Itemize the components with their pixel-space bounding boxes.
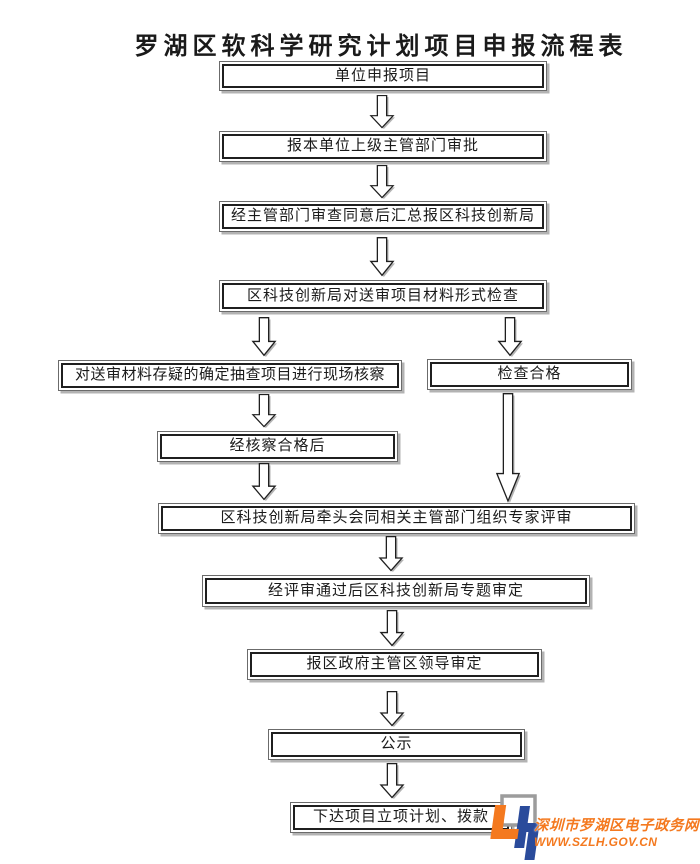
flow-step-label: 经主管部门审查同意后汇总报区科技创新局 [222, 204, 544, 229]
down-arrow [498, 317, 523, 357]
flow-step-material-format-check: 区科技创新局对送审项目材料形式检查 [219, 280, 547, 312]
flow-step-expert-review: 区科技创新局牵头会同相关主管部门组织专家评审 [158, 503, 635, 534]
flow-step-special-review: 经评审通过后区科技创新局专题审定 [202, 575, 590, 607]
page-title: 罗湖区软科学研究计划项目申报流程表 [134, 34, 628, 60]
down-arrow [252, 394, 277, 428]
szlh-logo-icon [490, 794, 540, 860]
flow-step-label: 下达项目立项计划、拨款 [293, 805, 509, 830]
flow-step-label: 对送审材料存疑的确定抽查项目进行现场核察 [61, 363, 399, 388]
down-arrow [370, 95, 395, 129]
flow-step-label: 经核察合格后 [160, 434, 395, 459]
down-arrow-long [496, 393, 521, 503]
down-arrow [380, 763, 405, 799]
flow-step-label: 公示 [271, 732, 522, 757]
flow-step-label: 单位申报项目 [222, 64, 544, 88]
flow-step-project-approval-funding: 下达项目立项计划、拨款 [290, 802, 512, 833]
flow-step-verification-passed: 经核察合格后 [157, 431, 398, 462]
flow-step-public-notice: 公示 [268, 729, 525, 760]
flow-step-onsite-verification: 对送审材料存疑的确定抽查项目进行现场核察 [58, 360, 402, 391]
flow-step-label: 经评审通过后区科技创新局专题审定 [205, 578, 587, 604]
flow-step-superior-approval: 报本单位上级主管部门审批 [219, 131, 547, 162]
flow-step-unit-apply: 单位申报项目 [219, 61, 547, 91]
down-arrow [252, 317, 277, 357]
flow-step-label: 区科技创新局对送审项目材料形式检查 [222, 283, 544, 309]
down-arrow [252, 463, 277, 501]
site-watermark: 深圳市罗湖区电子政务网 WWW.SZLH.GOV.CN [484, 792, 700, 864]
flow-step-district-leader-review: 报区政府主管区领导审定 [247, 649, 542, 680]
flow-step-report-innovation-bureau: 经主管部门审查同意后汇总报区科技创新局 [219, 201, 547, 232]
down-arrow [379, 536, 404, 572]
flow-step-label: 检查合格 [430, 362, 629, 387]
down-arrow [380, 691, 405, 727]
down-arrow [370, 237, 395, 277]
flow-step-label: 报区政府主管区领导审定 [250, 652, 539, 677]
flow-step-label: 区科技创新局牵头会同相关主管部门组织专家评审 [161, 506, 632, 531]
watermark-site-name: 深圳市罗湖区电子政务网 [534, 818, 699, 834]
watermark-site-url: WWW.SZLH.GOV.CN [534, 835, 658, 849]
flow-step-label: 报本单位上级主管部门审批 [222, 134, 544, 159]
flow-step-check-passed: 检查合格 [427, 359, 632, 390]
down-arrow [380, 610, 405, 647]
down-arrow [370, 165, 395, 199]
